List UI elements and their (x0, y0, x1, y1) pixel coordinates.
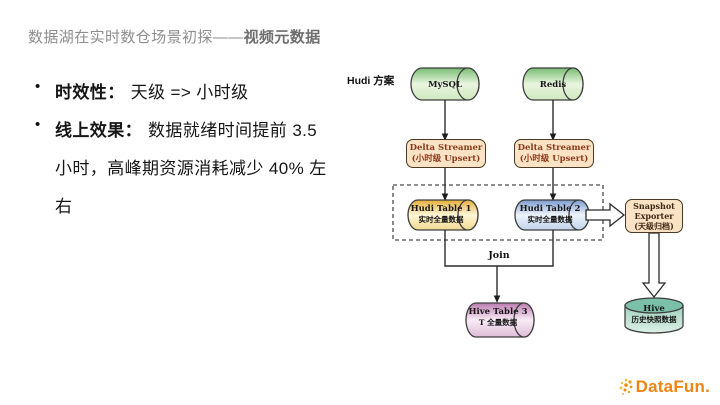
delta-streamer1-box: Delta Streamer (小时级 Upsert) (406, 139, 486, 168)
bullet-online-effect-wrap2: 右 (55, 197, 73, 216)
mysql-label: MySQL (428, 80, 462, 90)
join-label: Join (488, 250, 510, 261)
hive-table3-sub: T 全量数据 (478, 318, 518, 327)
page-title: 数据湖在实时数仓场景初探——视频元数据 (28, 26, 321, 47)
flow-arrows (441, 100, 557, 303)
page-title-prefix: 数据湖在实时数仓场景初探—— (28, 29, 244, 46)
bullet-timeliness-label: 时效性： (55, 83, 125, 102)
redis-label: Redis (539, 80, 567, 90)
hudi-table2-sub: 实时全量数据 (527, 215, 573, 224)
datafun-logo: DataFun. (617, 377, 710, 397)
delta-streamer1-title: Delta Streamer (409, 142, 483, 153)
hive-history-label: Hive 历史快照数据 (622, 304, 686, 325)
hudi-tables-dashed-box (392, 184, 604, 241)
snapshot-exporter-line1: Snapshot (633, 201, 675, 211)
delta-streamer2-sub: (小时级 Upsert) (519, 153, 589, 164)
redis-cylinder (522, 67, 584, 101)
hollow-arrow-snapshot-to-hive (641, 232, 667, 299)
hive-history-sub: 历史快照数据 (631, 315, 677, 324)
bullet-online-effect-text: 数据就绪时间提前 3.5 (148, 121, 318, 140)
hive-history-title: Hive (643, 304, 665, 314)
delta-streamer2-title: Delta Streamer (517, 142, 591, 153)
mysql-cylinder (410, 67, 480, 101)
page-title-emphasis: 视频元数据 (243, 29, 321, 46)
bullet-timeliness: 时效性： 天级 => 小时级 (30, 78, 385, 103)
hudi-table1-sub: 实时全量数据 (418, 215, 464, 224)
architecture-diagram-canvas (392, 67, 684, 338)
delta-streamer1-sub: (小时级 Upsert) (411, 153, 481, 164)
bullet-online-effect-wrap1: 小时，高峰期资源消耗减少 40% 左 (55, 159, 327, 178)
bullet-online-effect-label: 线上效果： (55, 121, 142, 140)
hive-table3-title: Hive Table 3 (468, 307, 528, 317)
hive-history-cylinder (624, 297, 684, 334)
delta-streamer2-box: Delta Streamer (小时级 Upsert) (514, 139, 594, 168)
hollow-arrow-hudi2-to-snapshot (585, 202, 626, 228)
hudi-table1-label: Hudi Table 1 实时全量数据 (408, 204, 474, 225)
snapshot-exporter-line3: (天级归档) (634, 221, 674, 231)
snapshot-exporter-box: Snapshot Exporter (天级归档) (625, 199, 683, 233)
bullet-online-effect: 线上效果： 数据就绪时间提前 3.5 (30, 116, 385, 141)
snapshot-exporter-line2: Exporter (634, 211, 674, 221)
hudi-table1-title: Hudi Table 1 (410, 204, 472, 214)
hudi-table1-cylinder (407, 199, 479, 231)
hudi-table2-title: Hudi Table 2 (519, 204, 581, 214)
hudi-table2-label: Hudi Table 2 实时全量数据 (515, 204, 585, 225)
hive-table3-label: Hive Table 3 T 全量数据 (466, 307, 530, 328)
scheme-label: Hudi 方案 (347, 75, 395, 87)
hive-table3-cylinder (465, 302, 535, 338)
hudi-table2-cylinder (514, 199, 590, 231)
join-connector (444, 230, 554, 267)
bullet-timeliness-text: 天级 => 小时级 (130, 83, 249, 102)
datafun-logo-dots-icon (619, 378, 633, 395)
datafun-logo-text: DataFun. (635, 377, 710, 396)
